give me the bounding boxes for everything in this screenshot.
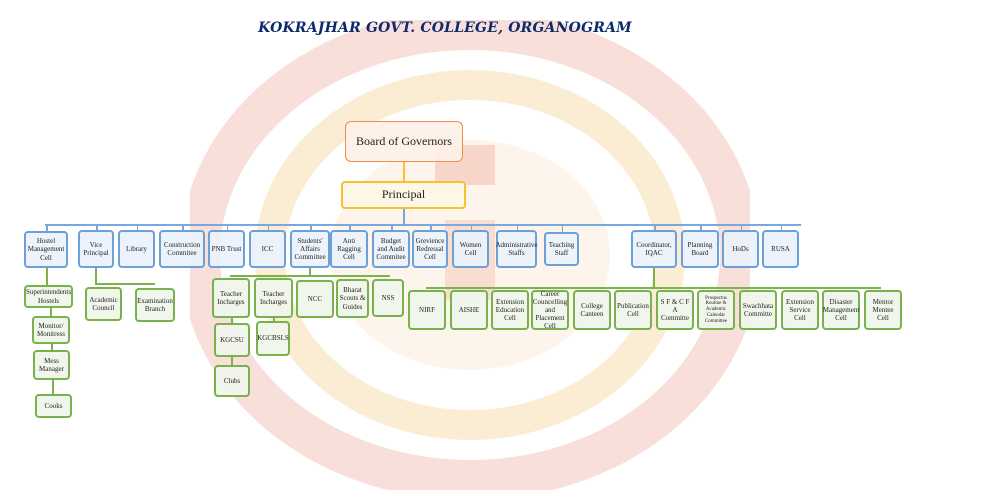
level1-box: HoDs bbox=[722, 230, 759, 268]
students-affairs-children-box: NCC bbox=[296, 280, 334, 318]
connector-line bbox=[51, 344, 53, 350]
vice-principal-children-box: Examination Branch bbox=[135, 288, 175, 322]
students-affairs-children-box: Teacher Incharges bbox=[212, 278, 250, 318]
iqac-children-box: NIRF bbox=[408, 290, 446, 330]
connector-line bbox=[430, 224, 432, 230]
connector-line bbox=[403, 162, 405, 181]
students-affairs-children-box: KGCSU bbox=[214, 323, 250, 357]
students-affairs-children-box: KGCBSLS bbox=[256, 321, 290, 356]
connector-line bbox=[226, 224, 228, 230]
students-affairs-children-box: Clubs bbox=[214, 365, 250, 397]
connector-line bbox=[96, 224, 98, 230]
connector-line bbox=[654, 224, 656, 230]
connector-line bbox=[45, 224, 801, 226]
iqac-children-box: Extension Education Cell bbox=[491, 290, 529, 330]
iqac-children-box: Disaster Management Cell bbox=[822, 290, 860, 330]
iqac-children-box: S F & C F A Committe bbox=[656, 290, 694, 330]
level1-box: Anti Ragging Cell bbox=[330, 230, 368, 268]
level1-box: Planning Board bbox=[681, 230, 719, 268]
connector-line bbox=[46, 224, 48, 231]
connector-line bbox=[470, 224, 472, 230]
students-affairs-children-box: Bharat Scouts & Guides bbox=[336, 279, 369, 318]
level1-box: Women Cell bbox=[452, 230, 489, 268]
connector-line bbox=[310, 224, 312, 230]
iqac-children-box: Swachhata Committe bbox=[739, 290, 777, 330]
hostel-chain-box: Monitor/ Monitress bbox=[32, 316, 70, 344]
connector-line bbox=[50, 308, 52, 316]
connector-line bbox=[403, 209, 405, 226]
connector-line bbox=[95, 283, 155, 285]
connector-line bbox=[426, 287, 881, 289]
page-title: KOKRAJHAR GOVT. COLLEGE, ORGANOGRAM bbox=[258, 20, 632, 36]
connector-line bbox=[46, 268, 48, 285]
hostel-chain-box: Superintendents Hostels bbox=[24, 285, 73, 308]
connector-line bbox=[95, 268, 97, 283]
hostel-chain-box: Cooks bbox=[35, 394, 72, 418]
connector-line bbox=[267, 224, 269, 230]
connector-line bbox=[230, 275, 390, 277]
level1-box: ICC bbox=[249, 230, 286, 268]
connector-line bbox=[349, 224, 351, 230]
level1-box: Administrative Staffs bbox=[496, 230, 538, 268]
connector-line bbox=[182, 224, 184, 230]
connector-line bbox=[136, 224, 138, 230]
iqac-children-box: Publication Cell bbox=[614, 290, 652, 330]
hostel-chain-box: Mess Manager bbox=[33, 350, 70, 380]
connector-line bbox=[231, 318, 233, 323]
connector-line bbox=[740, 224, 742, 230]
level1-box: Construction Commitee bbox=[159, 230, 205, 268]
board-of-governors-box: Board of Governors bbox=[345, 121, 463, 162]
connector-line bbox=[273, 318, 275, 321]
students-affairs-children-box: Teacher Incharges bbox=[254, 278, 293, 318]
iqac-children-box: Extension Service Cell bbox=[781, 290, 819, 330]
principal-box: Principal bbox=[341, 181, 466, 209]
connector-line bbox=[231, 357, 233, 365]
level1-box: Grevience Redressal Cell bbox=[412, 230, 448, 268]
vice-principal-children-box: Academic Council bbox=[85, 287, 122, 321]
iqac-children-box: College Canteen bbox=[573, 290, 611, 330]
level1-box: Hostel Management Cell bbox=[24, 231, 68, 268]
level1-box: Teaching Staff bbox=[544, 232, 579, 266]
connector-line bbox=[780, 224, 782, 230]
level1-box: Library bbox=[118, 230, 155, 268]
level1-box: Vice Principal bbox=[78, 230, 114, 268]
level1-box: PNB Trust bbox=[208, 230, 245, 268]
level1-box: Coordinator, IQAC bbox=[631, 230, 677, 268]
iqac-children-box: AISHE bbox=[450, 290, 488, 330]
connector-line bbox=[561, 224, 563, 232]
connector-line bbox=[700, 224, 702, 230]
iqac-children-box: Mentor Mentee Cell bbox=[864, 290, 902, 330]
connector-line bbox=[52, 380, 54, 394]
iqac-children-box: Prospectus Routine & Academic Calendar C… bbox=[697, 290, 735, 330]
level1-box: Students' Affairs Committee bbox=[290, 230, 330, 268]
connector-line bbox=[653, 268, 655, 287]
level1-box: Budget and Audit Commitee bbox=[372, 230, 410, 268]
iqac-children-box: Career Councelling and Placement Cell bbox=[531, 289, 569, 331]
students-affairs-children-box: NSS bbox=[372, 279, 404, 317]
level1-box: RUSA bbox=[762, 230, 799, 268]
connector-line bbox=[516, 224, 518, 230]
connector-line bbox=[309, 268, 311, 275]
connector-line bbox=[391, 224, 393, 230]
